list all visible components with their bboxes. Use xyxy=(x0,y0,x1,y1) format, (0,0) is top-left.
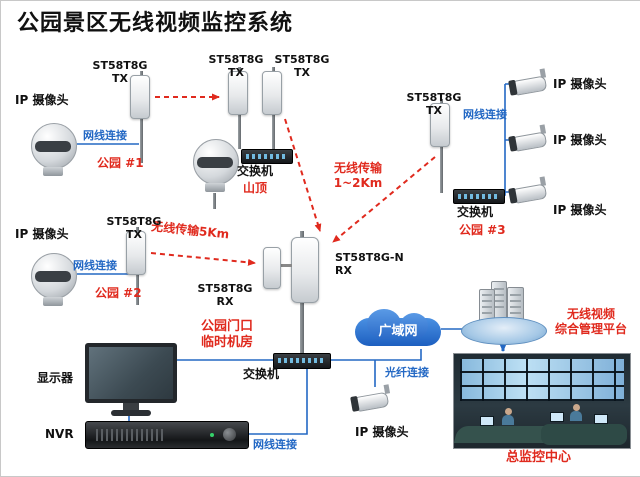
room-camera-label: IP 摄像头 xyxy=(355,425,409,439)
site3-camera2-label: IP 摄像头 xyxy=(553,133,607,147)
hilltop-bridge-left-label: ST58T8G TX xyxy=(208,53,264,80)
site1-camera-label: IP 摄像头 xyxy=(15,93,69,107)
fiber-label: 光纤连接 xyxy=(385,366,429,379)
site3-name-label: 公园 #3 xyxy=(459,223,506,237)
cable-nvr-switch xyxy=(249,367,308,435)
hilltop-camera-pole xyxy=(213,193,216,209)
receiver-rxn-label: ST58T8G-N RX xyxy=(335,251,404,278)
control-center-label: 总监控中心 xyxy=(506,450,572,465)
control-room-photo xyxy=(453,353,631,449)
monitor-icon xyxy=(85,343,177,403)
platform-label: 无线视频 综合管理平台 xyxy=(554,307,627,336)
site2-bridge-label: ST58T8G TX xyxy=(106,215,162,242)
hilltop-switch-label: 交换机 xyxy=(237,164,274,178)
monitor-stand-neck xyxy=(123,403,139,410)
console-desk-right xyxy=(541,424,627,445)
wan-label: 广域网 xyxy=(378,323,418,339)
console-desk-left xyxy=(454,426,555,443)
nvr-icon xyxy=(85,421,249,449)
site3-cable-label: 网线连接 xyxy=(463,108,507,121)
site1-name-label: 公园 #1 xyxy=(97,156,144,170)
room-switch-label: 交换机 xyxy=(243,367,280,381)
wan-cloud-icon: 广域网 xyxy=(355,309,441,349)
room-switch-icon xyxy=(273,353,331,369)
desk-monitor-icon xyxy=(550,412,564,422)
hilltop-name-label: 山顶 xyxy=(243,181,268,195)
wireless-1-2km-label: 无线传输 1~2Km xyxy=(333,161,383,190)
rf-link-site2-rx xyxy=(150,252,256,266)
hilltop-bridge-right-label: ST58T8G TX xyxy=(274,53,330,80)
operator-person xyxy=(570,404,582,422)
nvr-label: NVR xyxy=(45,427,74,441)
site3-switch-label: 交换机 xyxy=(457,205,494,219)
hilltop-dome-camera-icon xyxy=(193,139,239,193)
site1-bridge-label: ST58T8G TX xyxy=(92,59,148,86)
site3-camera1-label: IP 摄像头 xyxy=(553,77,607,91)
site1-dome-camera-icon xyxy=(31,123,77,177)
hilltop-switch-icon xyxy=(241,149,293,164)
desk-monitor-icon xyxy=(480,416,494,426)
rf-link-site3-rx xyxy=(332,156,436,243)
desk-monitor-icon xyxy=(594,414,608,424)
site2-camera-label: IP 摄像头 xyxy=(15,227,69,241)
cable-switch-wan xyxy=(329,349,422,361)
video-wall xyxy=(460,359,624,401)
receiver-rx-label: ST58T8G RX xyxy=(197,282,253,309)
page-title: 公园景区无线视频监控系统 xyxy=(17,11,294,36)
rf-link-hilltop-rx xyxy=(284,118,322,232)
site3-bridge-label: ST58T8G TX xyxy=(406,91,462,118)
site3-switch-icon xyxy=(453,189,505,204)
site3-camera3-label: IP 摄像头 xyxy=(553,203,607,217)
monitor-stand-base xyxy=(111,410,151,416)
site2-name-label: 公园 #2 xyxy=(95,286,142,300)
site2-cable-label: 网线连接 xyxy=(73,259,117,272)
room-cable-label: 网线连接 xyxy=(253,438,297,451)
site2-dome-camera-icon xyxy=(31,253,77,307)
site1-cable-label: 网线连接 xyxy=(83,129,127,142)
operator-person xyxy=(502,408,514,426)
room-name-label: 公园门口 临时机房 xyxy=(200,319,253,350)
monitor-label: 显示器 xyxy=(37,371,74,385)
